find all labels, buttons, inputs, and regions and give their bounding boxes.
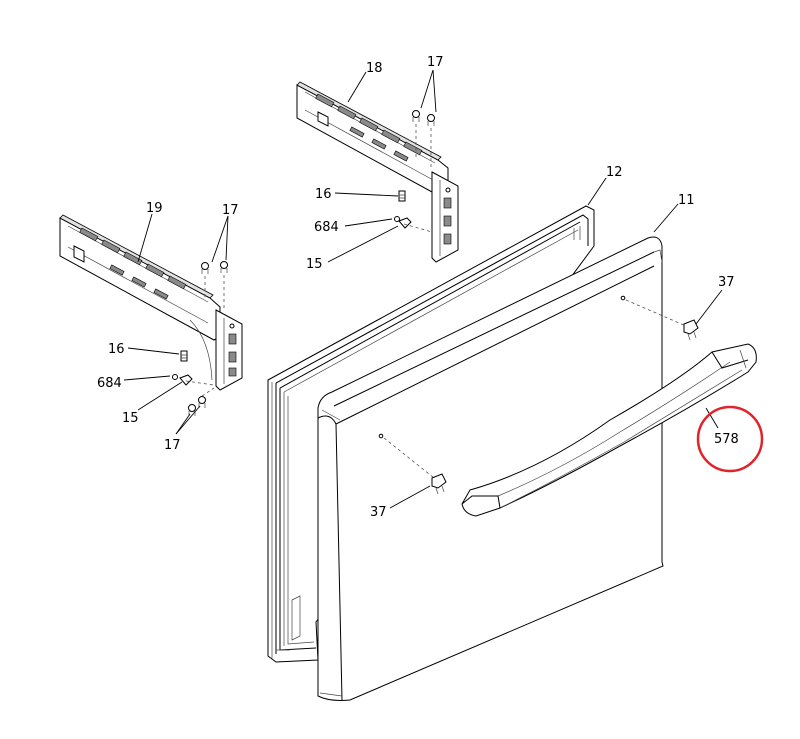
screw-37-left	[383, 437, 447, 495]
label-16-left: 16	[108, 342, 125, 357]
label-11: 11	[678, 193, 695, 208]
label-37-left: 37	[370, 505, 387, 520]
label-17-bottom: 17	[164, 438, 181, 453]
washer-684-left	[172, 374, 178, 380]
label-12: 12	[606, 165, 623, 180]
leader-lines	[123, 69, 723, 509]
label-15-left: 15	[122, 411, 139, 426]
screw-17-top	[412, 110, 435, 170]
screw-16-left	[180, 350, 188, 362]
label-18: 18	[366, 61, 383, 76]
door-handle	[461, 343, 757, 517]
label-578: 578	[714, 432, 739, 447]
label-17-top: 17	[427, 55, 444, 70]
nut-15-top	[398, 217, 433, 233]
label-15-top: 15	[306, 257, 323, 272]
screw-37-right	[625, 299, 699, 341]
right-hinge-bracket	[296, 81, 459, 263]
label-684-top: 684	[314, 220, 339, 235]
washer-684-top	[394, 216, 400, 222]
highlight-circle	[696, 405, 764, 473]
screw-16-top	[398, 190, 406, 202]
screw-17-left	[201, 261, 228, 308]
door-panel	[317, 236, 664, 701]
left-hinge-bracket	[59, 214, 243, 416]
screw-17-bottom	[188, 387, 215, 416]
label-684-left: 684	[97, 376, 122, 391]
label-19: 19	[146, 201, 163, 216]
label-17-left: 17	[222, 203, 239, 218]
label-16-top: 16	[315, 187, 332, 202]
nut-15-left	[179, 374, 215, 386]
label-37-right: 37	[718, 275, 735, 290]
callout-labels: 18 17 16 684 15 12 11 19 17 16 684 15 17…	[97, 55, 739, 520]
